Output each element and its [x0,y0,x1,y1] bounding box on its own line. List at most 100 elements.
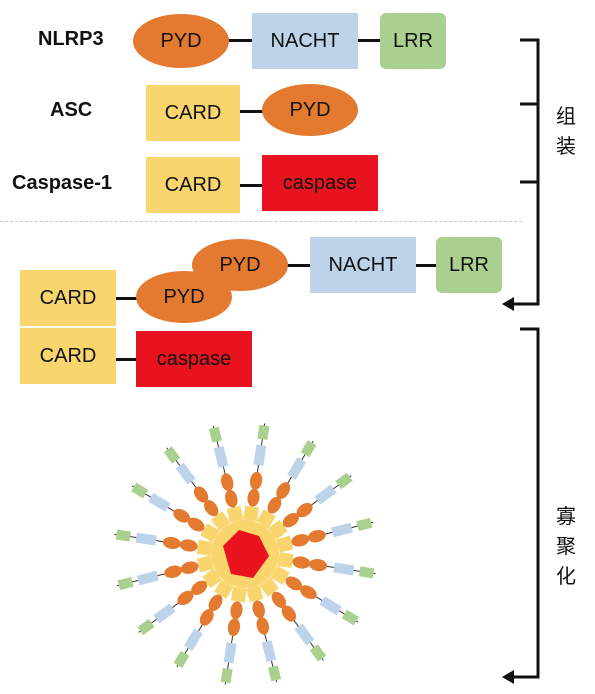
spoke-asc-pyd-domain [271,591,287,608]
inflammasome-oligomer-illustration [114,423,376,685]
spoke-nlrp3-pyd-domain [249,471,263,490]
spoke-nlrp3-pyd-domain [173,508,190,523]
spoke-nlrp3-pyd-domain [199,609,214,626]
spoke-card-domain [277,552,294,569]
spoke-nacht-domain [223,642,237,664]
assembled-card-domain-2: CARD [20,328,116,384]
oligomer-spoke [243,423,270,522]
spoke-card-domain [276,535,294,553]
spoke-asc-pyd-domain [230,601,243,620]
assembled-lrr-domain: LRR [436,237,502,293]
spoke-nacht-domain [213,446,229,468]
spoke-lrr-domain [309,644,327,662]
spoke-lrr-domain [358,566,375,579]
spoke-lrr-domain [335,472,353,490]
nlrp3-nacht-domain: NACHT [252,13,358,69]
spoke-card-domain [246,585,264,603]
oligomer-spoke [114,529,213,556]
spoke-card-domain [268,519,288,540]
spoke-nlrp3-pyd-domain [309,558,328,572]
arrow-head-icon [502,297,514,311]
nlrp3-pyd-domain: PYD [133,14,229,68]
spoke-asc-pyd-domain [179,539,198,552]
spoke-nacht-domain [261,640,277,662]
spoke-lrr-domain [173,650,190,668]
spoke-nlrp3-pyd-domain [307,530,326,543]
caspase1-caspase-domain: caspase [262,155,378,211]
spoke-nacht-domain [175,462,196,485]
spoke-nacht-domain [314,484,337,505]
spoke-nacht-domain [287,457,307,480]
spoke-asc-pyd-domain [191,580,208,596]
oligomer-spoke [246,585,282,683]
spoke-lrr-domain [268,665,282,682]
oligomer-spoke [208,425,244,523]
stage-label-oligomerization-char: 寡 [556,504,576,528]
spoke-card-domain [202,568,222,589]
stage-label-assembly-char: 组 [556,104,576,128]
spoke-asc-pyd-domain [225,489,238,508]
divider [0,221,522,222]
spoke-card-domain [243,505,260,522]
assembled-card-domain-1: CARD [20,270,116,326]
oligomer-spoke [131,482,220,543]
spoke-nlrp3-pyd-domain [276,482,291,499]
stage-label-oligomerization-char: 化 [556,564,576,588]
nlrp3-lrr-domain: LRR [380,13,446,69]
spoke-asc-pyd-domain [285,576,303,591]
assembled-nacht-domain: NACHT [310,237,416,293]
linker [412,264,438,267]
spoke-card-domain [226,505,244,523]
asc-pyd-domain: PYD [262,84,358,136]
oligomer-spoke [270,565,359,626]
spoke-nacht-domain [294,623,315,646]
spoke-nacht-domain [183,628,203,651]
spoke-nacht-domain [319,596,342,616]
spoke-nacht-domain [153,603,176,624]
linker [356,39,382,42]
spoke-asc-pyd-domain [208,594,223,612]
oligomer-spoke [173,579,234,668]
spoke-lrr-domain [356,517,373,531]
spoke-card-domain [259,577,280,597]
spoke-nlrp3-pyd-domain [162,536,181,550]
oligomer-spoke [137,568,222,636]
spoke-card-domain [230,586,247,603]
oligomer-caspase-core [223,530,269,578]
stage-label-oligomerization-char: 聚 [556,534,576,558]
spoke-card-domain [256,509,276,529]
linker [114,358,140,361]
spoke-nlrp3-pyd-domain [164,565,183,578]
spoke-nlrp3-pyd-domain [296,502,313,518]
oligomer-spoke [116,555,214,591]
linker [240,184,264,187]
spoke-asc-pyd-domain [291,534,310,547]
spoke-lrr-domain [131,482,149,499]
spoke-nlrp3-pyd-domain [221,473,234,492]
spoke-nacht-domain [253,444,267,466]
assembled-caspase-domain: caspase [136,331,252,387]
spoke-card-domain [196,555,214,573]
arrow-head-icon [502,670,514,684]
stage-label-assembly-char: 装 [556,134,576,158]
spoke-nacht-domain [333,562,355,576]
spoke-nlrp3-pyd-domain [193,486,209,503]
spoke-asc-pyd-domain [282,512,299,528]
spoke-nacht-domain [331,522,353,538]
assembled-pyd-domain-asc: PYD [136,271,232,323]
linker [114,297,140,300]
spoke-nlrp3-pyd-domain [177,590,194,606]
oligomer-spoke [256,440,317,529]
oligomer-spoke [163,446,231,531]
spoke-nlrp3-pyd-domain [227,618,241,637]
linker [225,39,255,42]
spoke-card-domain [210,511,231,531]
label-caspase1: Caspase-1 [12,172,113,194]
linker [240,110,266,113]
oligomer-spoke [276,517,374,553]
spoke-lrr-domain [208,426,222,443]
linker [286,264,312,267]
spoke-asc-pyd-domain [187,517,205,532]
spoke-card-domain [270,565,290,585]
